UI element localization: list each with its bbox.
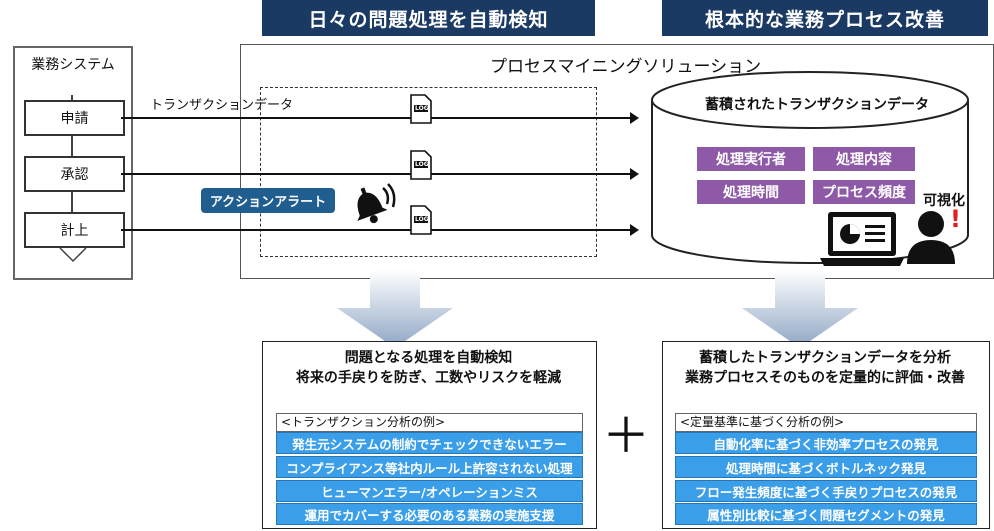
tag-time: 処理時間 — [697, 180, 805, 204]
step-record: 計上 — [24, 212, 125, 248]
action-alert-badge: アクションアラート — [201, 188, 335, 213]
step-apply: 申請 — [24, 100, 125, 136]
log-file-icon: LOG — [410, 205, 432, 239]
down-arrow-right — [742, 270, 858, 348]
database-title: 蓄積されたトランザクションデータ — [705, 97, 929, 113]
step-approve: 承認 — [24, 156, 125, 192]
business-system-title: 業務システム — [31, 57, 115, 73]
transaction-data-label: トランザクションデータ — [150, 98, 294, 113]
tag-frequency: プロセス頻度 — [813, 180, 915, 204]
right-list-item: フロー発生頻度に基づく手戻りプロセスの発見 — [675, 480, 977, 502]
right-result-heading-2: 業務プロセスそのものを定量的に評価・改善 — [685, 370, 965, 386]
log-label: LOG — [415, 105, 429, 112]
user-icon — [907, 211, 955, 264]
arrow-record — [121, 224, 639, 236]
banner-process-improvement: 根本的な業務プロセス改善 — [662, 0, 988, 36]
arrow-apply — [121, 112, 639, 124]
flow-end-chevron — [59, 247, 87, 263]
laptop-dashboard-icon — [820, 212, 904, 266]
down-arrow-left — [337, 270, 453, 348]
right-list-title: <定量基準に基づく分析の例> — [675, 413, 977, 432]
left-list-item: コンプライアンス等社内ルール上許容されない処理 — [276, 456, 583, 478]
visualize-label: 可視化 — [923, 193, 965, 209]
left-list-item: ヒューマンエラー/オペレーションミス — [276, 480, 583, 502]
log-label: LOG — [415, 161, 429, 168]
tag-content: 処理内容 — [813, 147, 915, 171]
right-list-item: 処理時間に基づくボトルネック発見 — [675, 456, 977, 478]
tag-operator: 処理実行者 — [697, 147, 805, 171]
left-result-heading-1: 問題となる処理を自動検知 — [344, 350, 513, 366]
right-result-heading-1: 蓄積したトランザクションデータを分析 — [699, 350, 951, 366]
right-list-item: 属性別比較に基づく問題セグメントの発見 — [675, 503, 977, 525]
banner-auto-detect: 日々の問題処理を自動検知 — [262, 0, 595, 36]
left-list-title: <トランザクション分析の例> — [276, 413, 583, 432]
log-label: LOG — [415, 216, 429, 223]
bell-icon — [357, 183, 396, 224]
plus-icon: ＋ — [602, 408, 651, 464]
log-file-icon: LOG — [410, 150, 432, 184]
right-list-item: 自動化率に基づく非効率プロセスの発見 — [675, 432, 977, 454]
left-list-item: 発生元システムの制約でチェックできないエラー — [276, 432, 583, 454]
log-file-icon: LOG — [410, 94, 432, 128]
detection-zone — [260, 87, 597, 257]
process-mining-title: プロセスマイニングソリューション — [490, 57, 762, 77]
arrow-approve — [121, 168, 639, 180]
exclamation-icon: ! — [950, 205, 961, 233]
left-list-item: 運用でカバーする必要のある業務の実施支援 — [276, 503, 583, 525]
left-result-heading-2: 将来の手戻りを防ぎ、工数やリスクを軽減 — [295, 370, 562, 386]
